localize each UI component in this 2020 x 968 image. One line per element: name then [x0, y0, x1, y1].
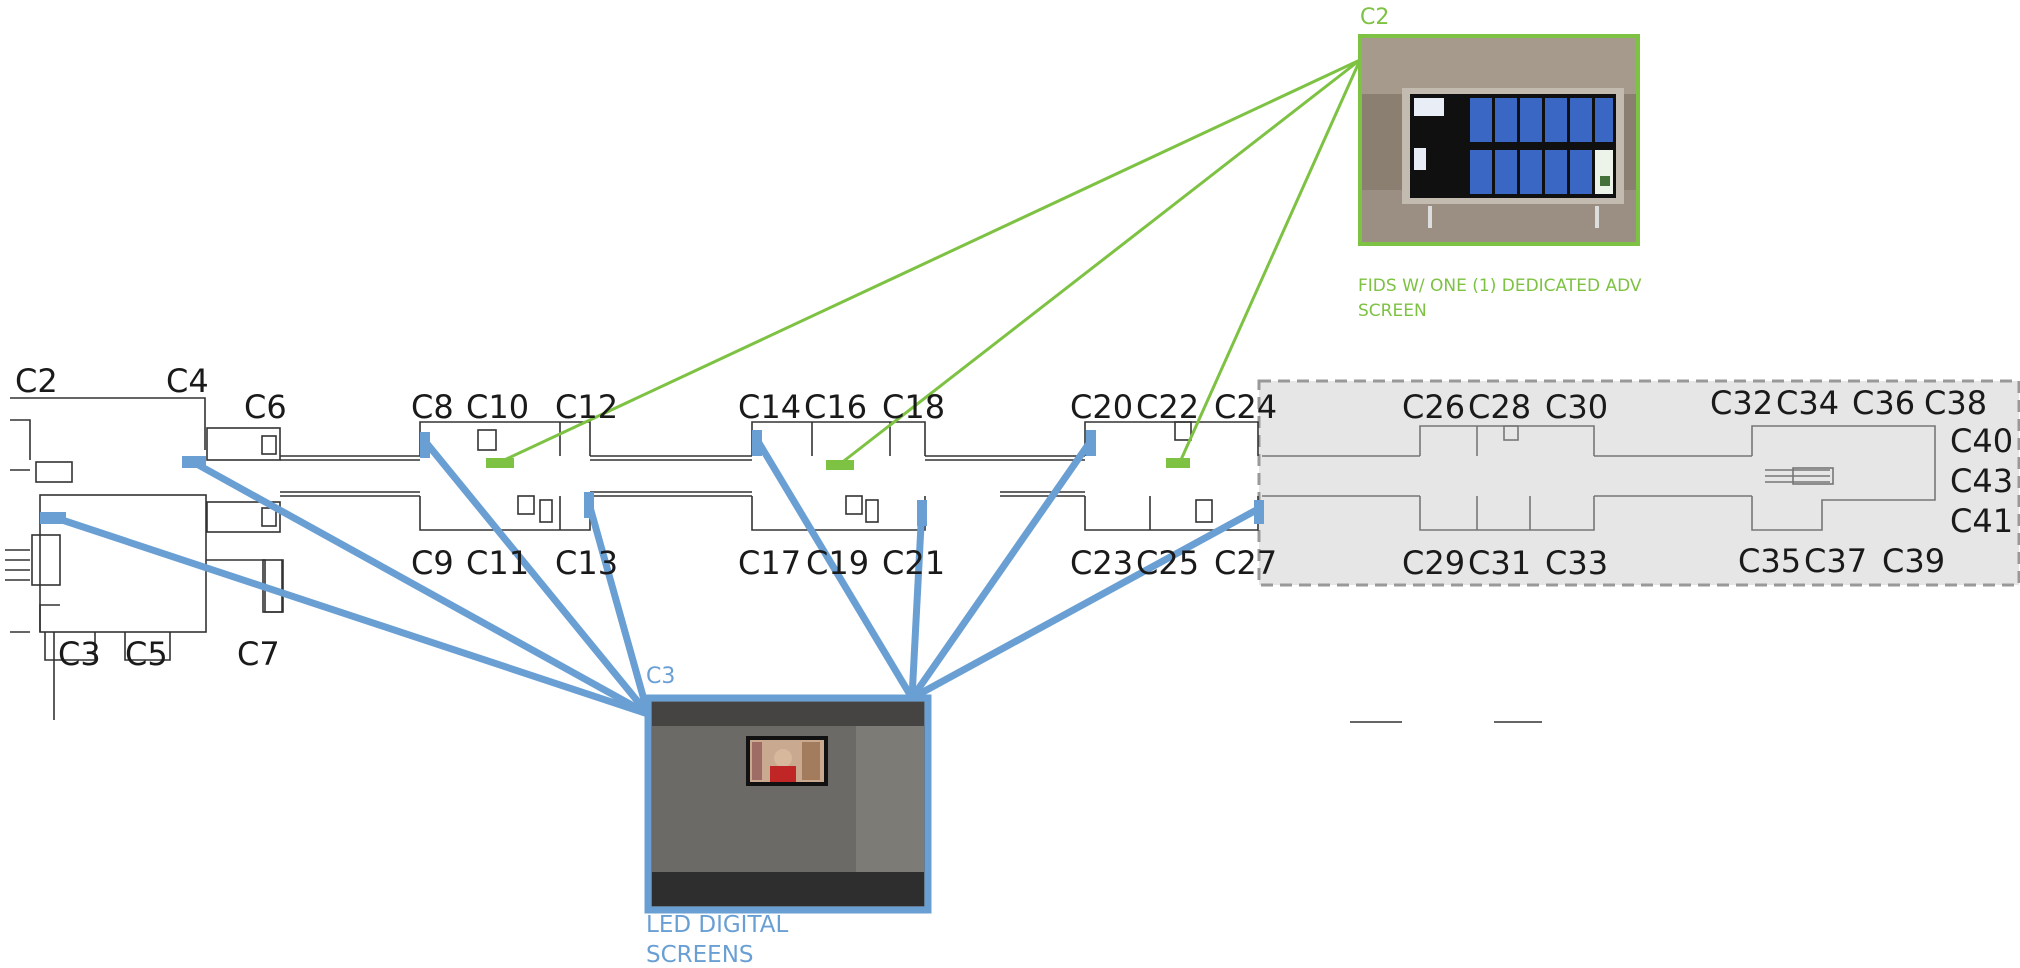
- led-marker-c13: [584, 492, 594, 518]
- gate-label-c24: C24: [1214, 388, 1277, 426]
- gate-label-c11: C11: [466, 544, 529, 582]
- gate-label-c32: C32: [1710, 384, 1773, 422]
- gate-label-c35: C35: [1738, 542, 1801, 580]
- gate-label-c4: C4: [166, 362, 209, 400]
- fids-callout-tag: C2: [1360, 5, 1389, 30]
- led-marker-c4: [182, 456, 206, 468]
- led-marker-c14: [752, 430, 762, 456]
- fids-caption-line2: SCREEN: [1358, 301, 1427, 321]
- floor-plan: [5, 397, 1936, 723]
- gate-label-c38: C38: [1924, 384, 1987, 422]
- gate-label-c12: C12: [555, 388, 618, 426]
- led-caption-line1: LED DIGITAL: [646, 912, 788, 938]
- gate-label-c26: C26: [1402, 388, 1465, 426]
- gate-label-c34: C34: [1776, 384, 1839, 422]
- gate-label-c28: C28: [1468, 388, 1531, 426]
- gate-label-c41: C41: [1950, 502, 2013, 540]
- gate-label-c5: C5: [125, 635, 168, 673]
- gate-label-c43: C43: [1950, 462, 2013, 500]
- fids-caption-line1: FIDS W/ ONE (1) DEDICATED ADV: [1358, 276, 1642, 296]
- led-marker-c3: [40, 512, 66, 524]
- led-marker-c8: [420, 432, 430, 458]
- gate-label-c37: C37: [1804, 542, 1867, 580]
- gate-label-c30: C30: [1545, 388, 1608, 426]
- fids-marker-c10: [486, 458, 514, 468]
- led-caption-line2: SCREENS: [646, 942, 754, 968]
- gate-label-c9: C9: [411, 544, 454, 582]
- fids-leaders: [499, 58, 1362, 466]
- gate-label-c40: C40: [1950, 422, 2013, 460]
- expansion-zone: [1257, 379, 2020, 587]
- gate-label-c21: C21: [882, 544, 945, 582]
- gate-label-c19: C19: [806, 544, 869, 582]
- fids-photo: [1358, 34, 1640, 246]
- gate-label-c29: C29: [1402, 544, 1465, 582]
- gate-label-c6: C6: [244, 388, 287, 426]
- led-photo: [644, 694, 932, 914]
- led-marker-c20: [1086, 430, 1096, 456]
- gate-label-c7: C7: [237, 635, 280, 673]
- led-marker-c27: [1254, 500, 1264, 524]
- gate-label-c25: C25: [1136, 544, 1199, 582]
- gate-label-c17: C17: [738, 544, 801, 582]
- fids-marker-c16: [826, 460, 854, 470]
- gate-label-c2: C2: [15, 362, 58, 400]
- gate-label-c33: C33: [1545, 544, 1608, 582]
- gate-label-c8: C8: [411, 388, 454, 426]
- gate-label-c14: C14: [738, 388, 801, 426]
- led-marker-c21: [917, 500, 927, 526]
- gate-label-c3: C3: [58, 635, 101, 673]
- gate-label-c18: C18: [882, 388, 945, 426]
- gate-label-c20: C20: [1070, 388, 1133, 426]
- gate-label-c36: C36: [1852, 384, 1915, 422]
- gate-label-c31: C31: [1468, 544, 1531, 582]
- gate-label-c39: C39: [1882, 542, 1945, 580]
- gate-label-c16: C16: [804, 388, 867, 426]
- led-leaders: [52, 434, 1264, 718]
- gate-label-c27: C27: [1214, 544, 1277, 582]
- led-callout-tag: C3: [646, 664, 675, 689]
- gate-label-c10: C10: [466, 388, 529, 426]
- gate-label-c23: C23: [1070, 544, 1133, 582]
- fids-marker-c22: [1166, 458, 1190, 468]
- gate-label-c22: C22: [1136, 388, 1199, 426]
- gate-label-c13: C13: [555, 544, 618, 582]
